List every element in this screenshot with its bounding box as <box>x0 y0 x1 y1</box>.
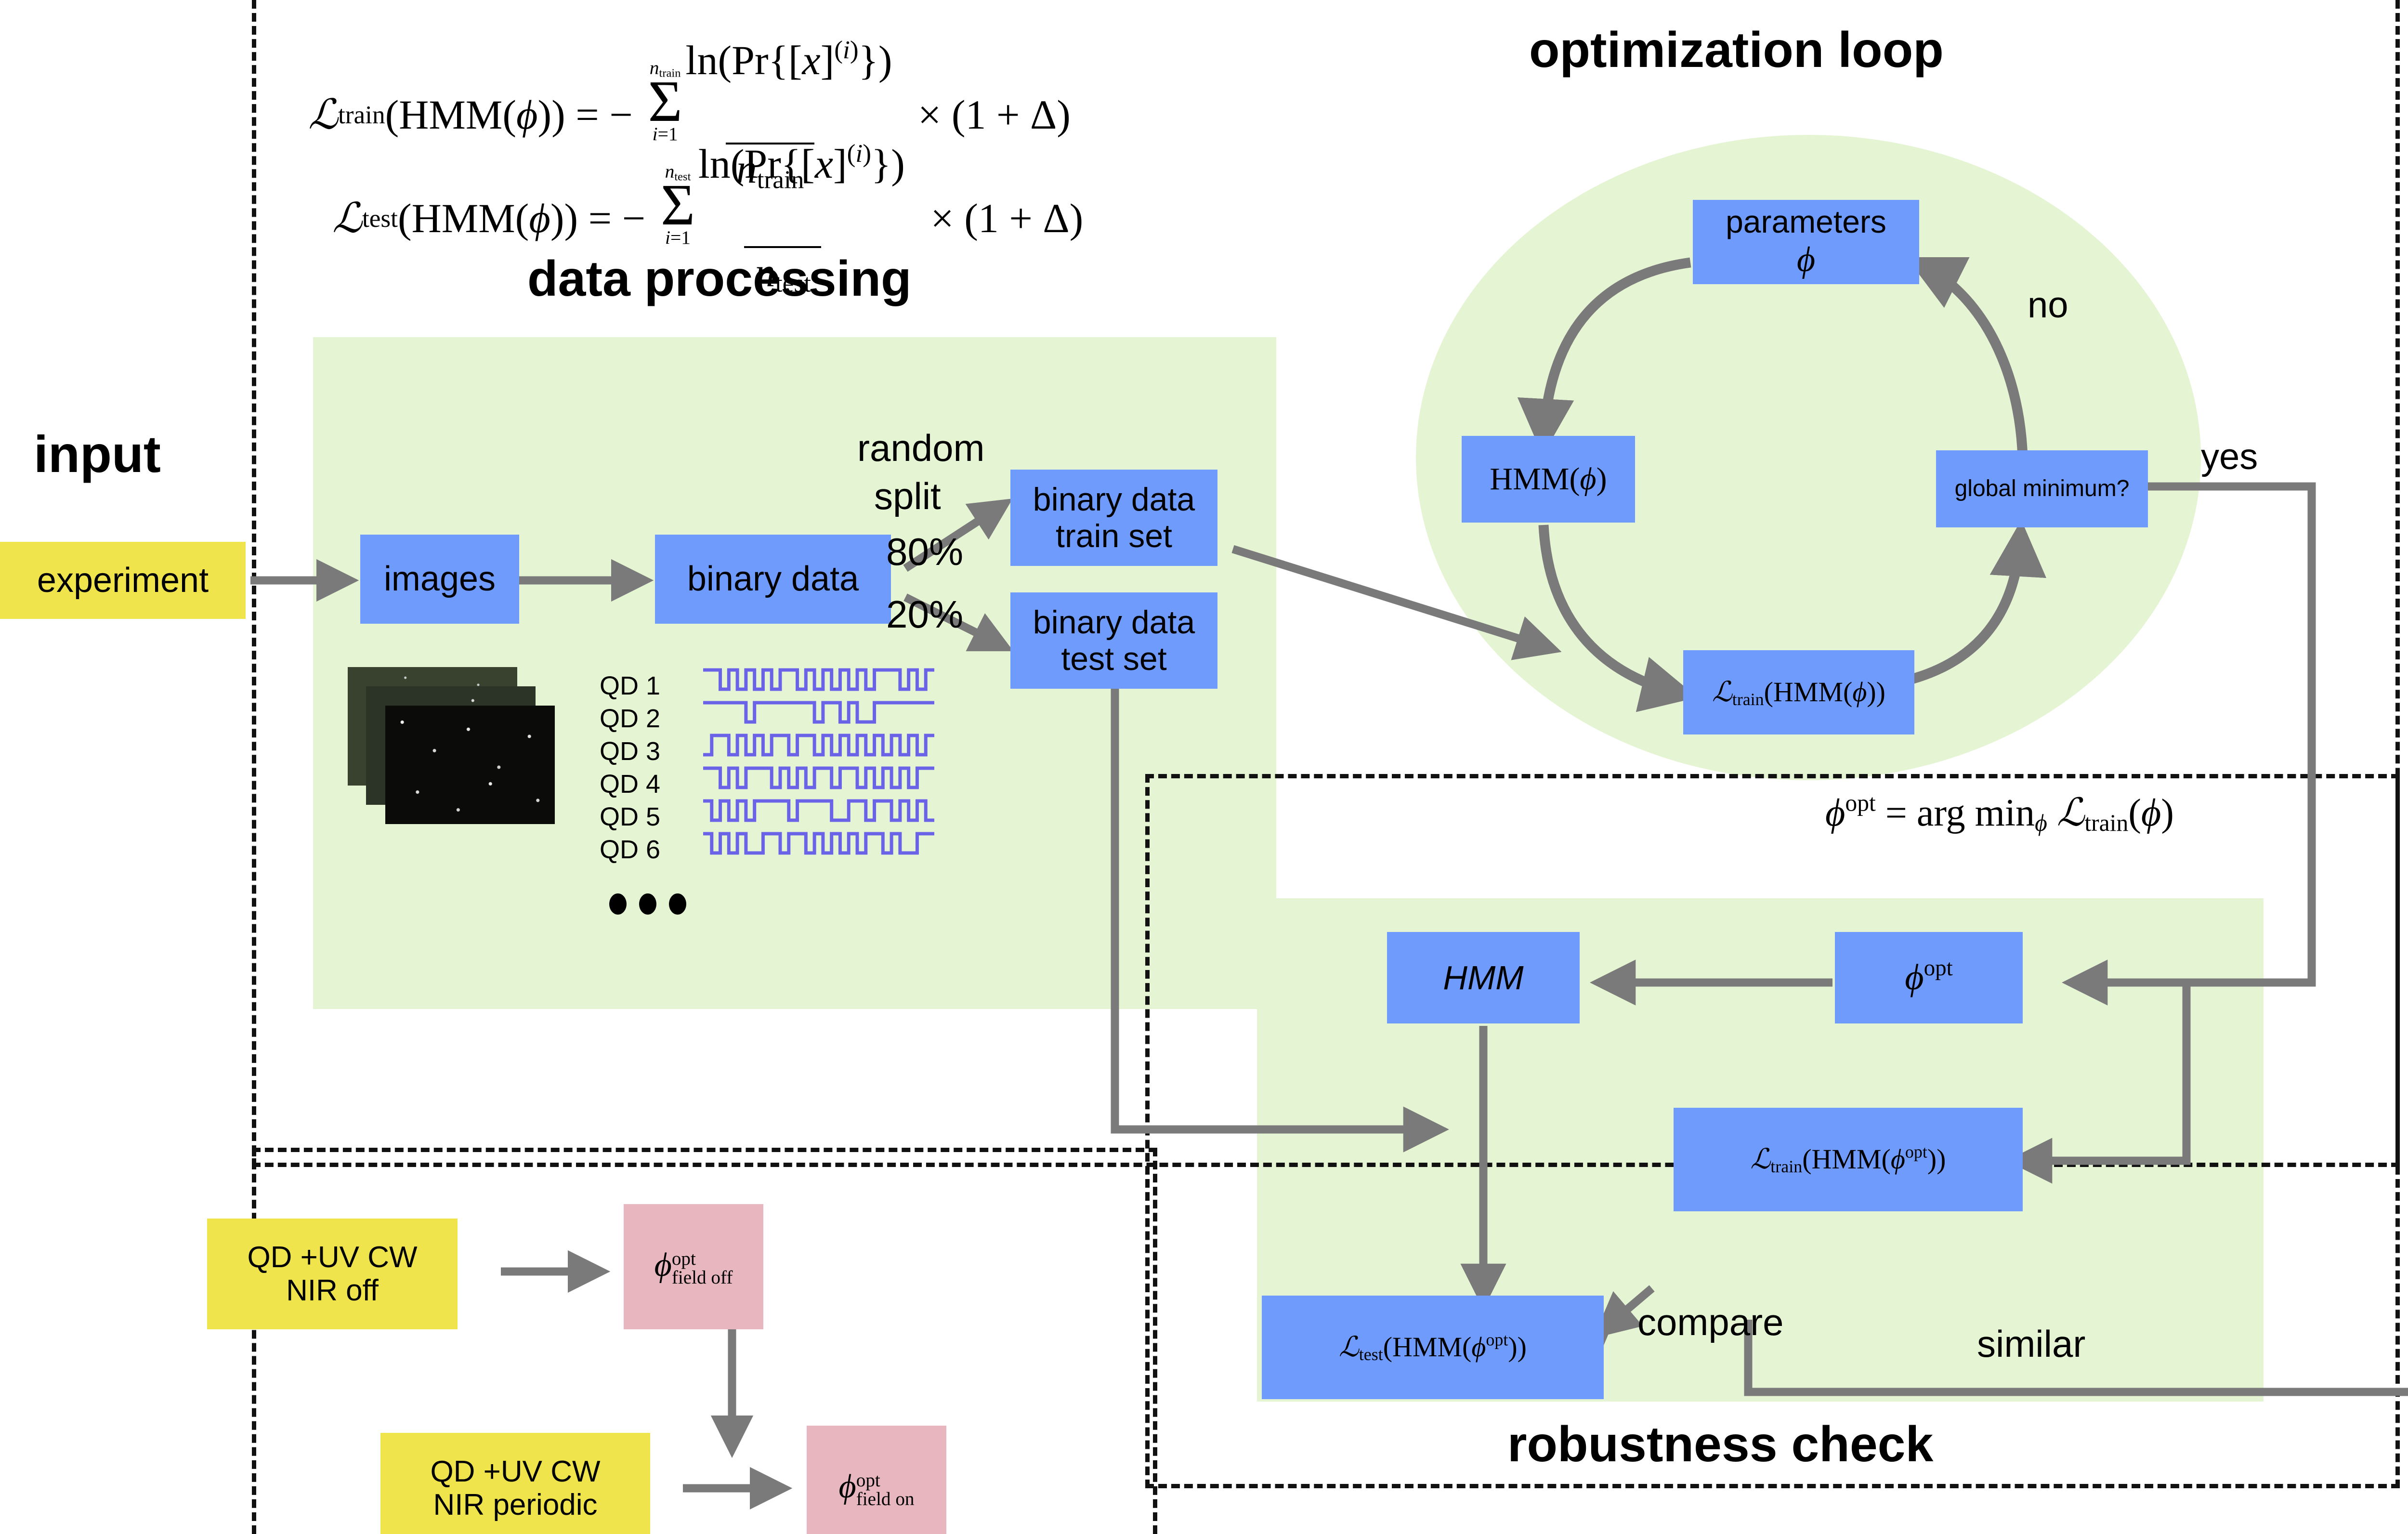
qd-trace-waveform <box>703 734 934 757</box>
node-phi-opt-robustness[interactable]: ϕopt <box>1835 932 2023 1023</box>
microscopy-frame-front <box>385 706 555 824</box>
label-compare: compare <box>1637 1301 1784 1343</box>
node-binary-data-label: binary data <box>687 560 859 599</box>
node-loss-train-opt-label: ℒtrain(HMM(ϕopt)) <box>1750 1142 1946 1176</box>
qd-trace-label: QD 4 <box>600 770 661 799</box>
node-binary-test-set[interactable]: binary data test set <box>1010 592 1217 689</box>
qd-trace-label: QD 3 <box>600 737 661 766</box>
qd-trace-label: QD 1 <box>600 671 661 700</box>
node-phi-opt-robustness-label: ϕopt <box>1905 956 1953 998</box>
qd-uv-off-line2: NIR off <box>286 1274 379 1307</box>
node-experiment-label: experiment <box>37 561 209 600</box>
node-loss-test-opt-label: ℒtest(HMM(ϕopt)) <box>1338 1330 1527 1364</box>
node-images[interactable]: images <box>360 535 519 624</box>
node-hmm-phi[interactable]: HMM(ϕ) <box>1462 436 1635 523</box>
qd-trace-row: QD 5 <box>600 798 946 831</box>
qd-ellipsis <box>609 893 686 915</box>
label-yes: yes <box>2201 436 2258 477</box>
label-20-percent: 20% <box>886 593 964 636</box>
binary-train-line2: train set <box>1056 518 1172 554</box>
qd-trace-row: QD 4 <box>600 765 946 799</box>
qd-trace-row: QD 1 <box>600 667 946 700</box>
node-loss-train-opt[interactable]: ℒtrain(HMM(ϕopt)) <box>1674 1108 2023 1211</box>
node-parameters[interactable]: parameters ϕ <box>1693 200 1919 284</box>
qd-trace-row: QD 2 <box>600 700 946 733</box>
label-random: random <box>857 427 985 469</box>
node-binary-train-set[interactable]: binary data train set <box>1010 470 1217 566</box>
node-hmm-phi-label: HMM(ϕ) <box>1490 461 1607 497</box>
robustness-check-title: robustness check <box>1507 1416 1934 1472</box>
node-parameters-symbol: ϕ <box>1796 240 1816 280</box>
label-no: no <box>2028 285 2068 326</box>
node-parameters-label: parameters <box>1726 204 1886 240</box>
qd-trace-row: QD 6 <box>600 831 946 864</box>
qd-trace-row: QD 3 <box>600 733 946 766</box>
node-loss-train-cycle[interactable]: ℒtrain(HMM(ϕ)) <box>1683 650 1914 734</box>
node-hmm-robustness-label: HMM <box>1443 958 1524 996</box>
binary-test-line2: test set <box>1061 641 1167 677</box>
node-loss-train-cycle-label: ℒtrain(HMM(ϕ)) <box>1712 676 1885 709</box>
qd-trace-label: QD 6 <box>600 835 661 864</box>
node-global-minimum-label: global minimum? <box>1954 476 2130 502</box>
calibration-dashed-frame <box>252 1148 1157 1534</box>
qd-uv-periodic-line1: QD +UV CW <box>430 1455 601 1488</box>
node-binary-data[interactable]: binary data <box>655 535 891 624</box>
binary-train-line1: binary data <box>1033 481 1195 518</box>
node-global-minimum[interactable]: global minimum? <box>1936 450 2148 527</box>
node-loss-test-opt[interactable]: ℒtest(HMM(ϕopt)) <box>1262 1296 1604 1399</box>
qd-trace-label: QD 5 <box>600 802 661 831</box>
qd-trace-waveform <box>703 799 934 822</box>
qd-trace-waveform <box>703 668 934 691</box>
qd-uv-periodic-line2: NIR periodic <box>433 1488 598 1521</box>
node-images-label: images <box>383 560 496 599</box>
label-80-percent: 80% <box>886 530 964 573</box>
binary-test-line1: binary data <box>1033 603 1195 641</box>
input-title: input <box>34 425 161 483</box>
data-processing-title: data processing <box>527 251 912 307</box>
node-qd-uv-nir-periodic[interactable]: QD +UV CW NIR periodic <box>380 1433 650 1534</box>
label-similar: similar <box>1977 1323 2086 1365</box>
qd-trace-waveform <box>703 766 934 789</box>
qd-trace-waveform <box>703 832 934 855</box>
qd-trace-label: QD 2 <box>600 704 661 733</box>
node-experiment[interactable]: experiment <box>0 542 246 619</box>
label-split: split <box>874 475 941 517</box>
qd-uv-off-line1: QD +UV CW <box>247 1240 418 1274</box>
qd-trace-block: QD 1 QD 2 QD 3 QD 4 QD 5 QD 6 <box>600 667 946 869</box>
optimization-loop-title: optimization loop <box>1529 22 1944 78</box>
equation-argmin: ϕopt = arg minϕ ℒtrain(ϕ) <box>1825 789 2174 836</box>
node-hmm-robustness[interactable]: HMM <box>1387 932 1580 1023</box>
node-qd-uv-nir-off[interactable]: QD +UV CW NIR off <box>207 1219 458 1329</box>
qd-trace-waveform <box>703 701 934 724</box>
